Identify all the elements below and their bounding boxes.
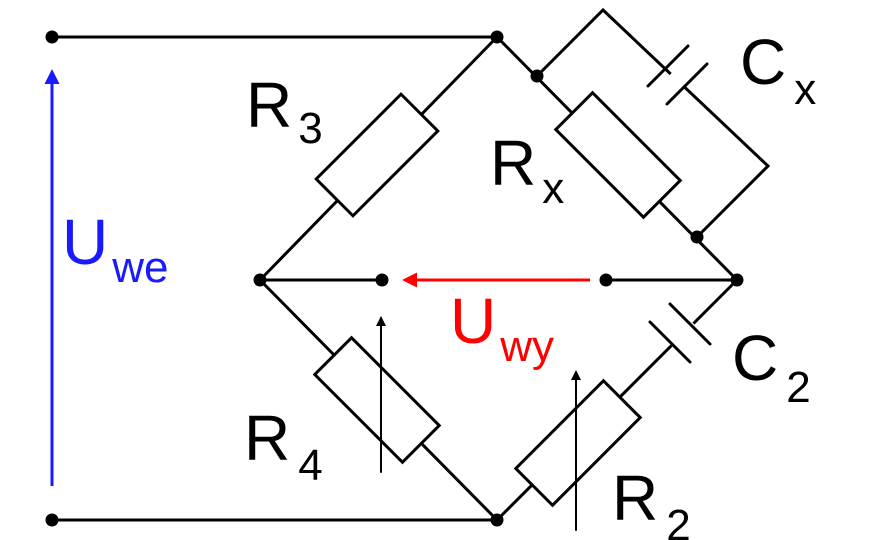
rx-resistor — [553, 90, 683, 220]
cx-plate-2 — [665, 62, 709, 106]
c2-plate-2 — [668, 302, 712, 346]
cx-plate-1 — [646, 44, 690, 88]
node-right — [730, 273, 744, 287]
uwe-label: Uwe — [62, 206, 168, 292]
c2-gap-mask — [670, 322, 695, 347]
node-left — [253, 273, 267, 287]
c2-plate-1 — [648, 320, 692, 364]
r2-resistor — [513, 378, 643, 508]
output-terminal-right — [599, 273, 613, 287]
node-bottom-left — [45, 513, 59, 527]
r4-resistor — [312, 335, 442, 465]
output-terminal-left — [375, 273, 389, 287]
cx-parallel-wire — [535, 7, 771, 239]
node-cx-lower — [690, 230, 704, 244]
node-top-left — [45, 30, 59, 44]
cx-gap-mask-2 — [653, 47, 705, 101]
node-cx-upper — [530, 69, 544, 83]
uwy-label: Uwy — [450, 285, 554, 371]
node-bottom — [490, 513, 504, 527]
r3-resistor — [314, 92, 440, 218]
node-top — [490, 30, 504, 44]
